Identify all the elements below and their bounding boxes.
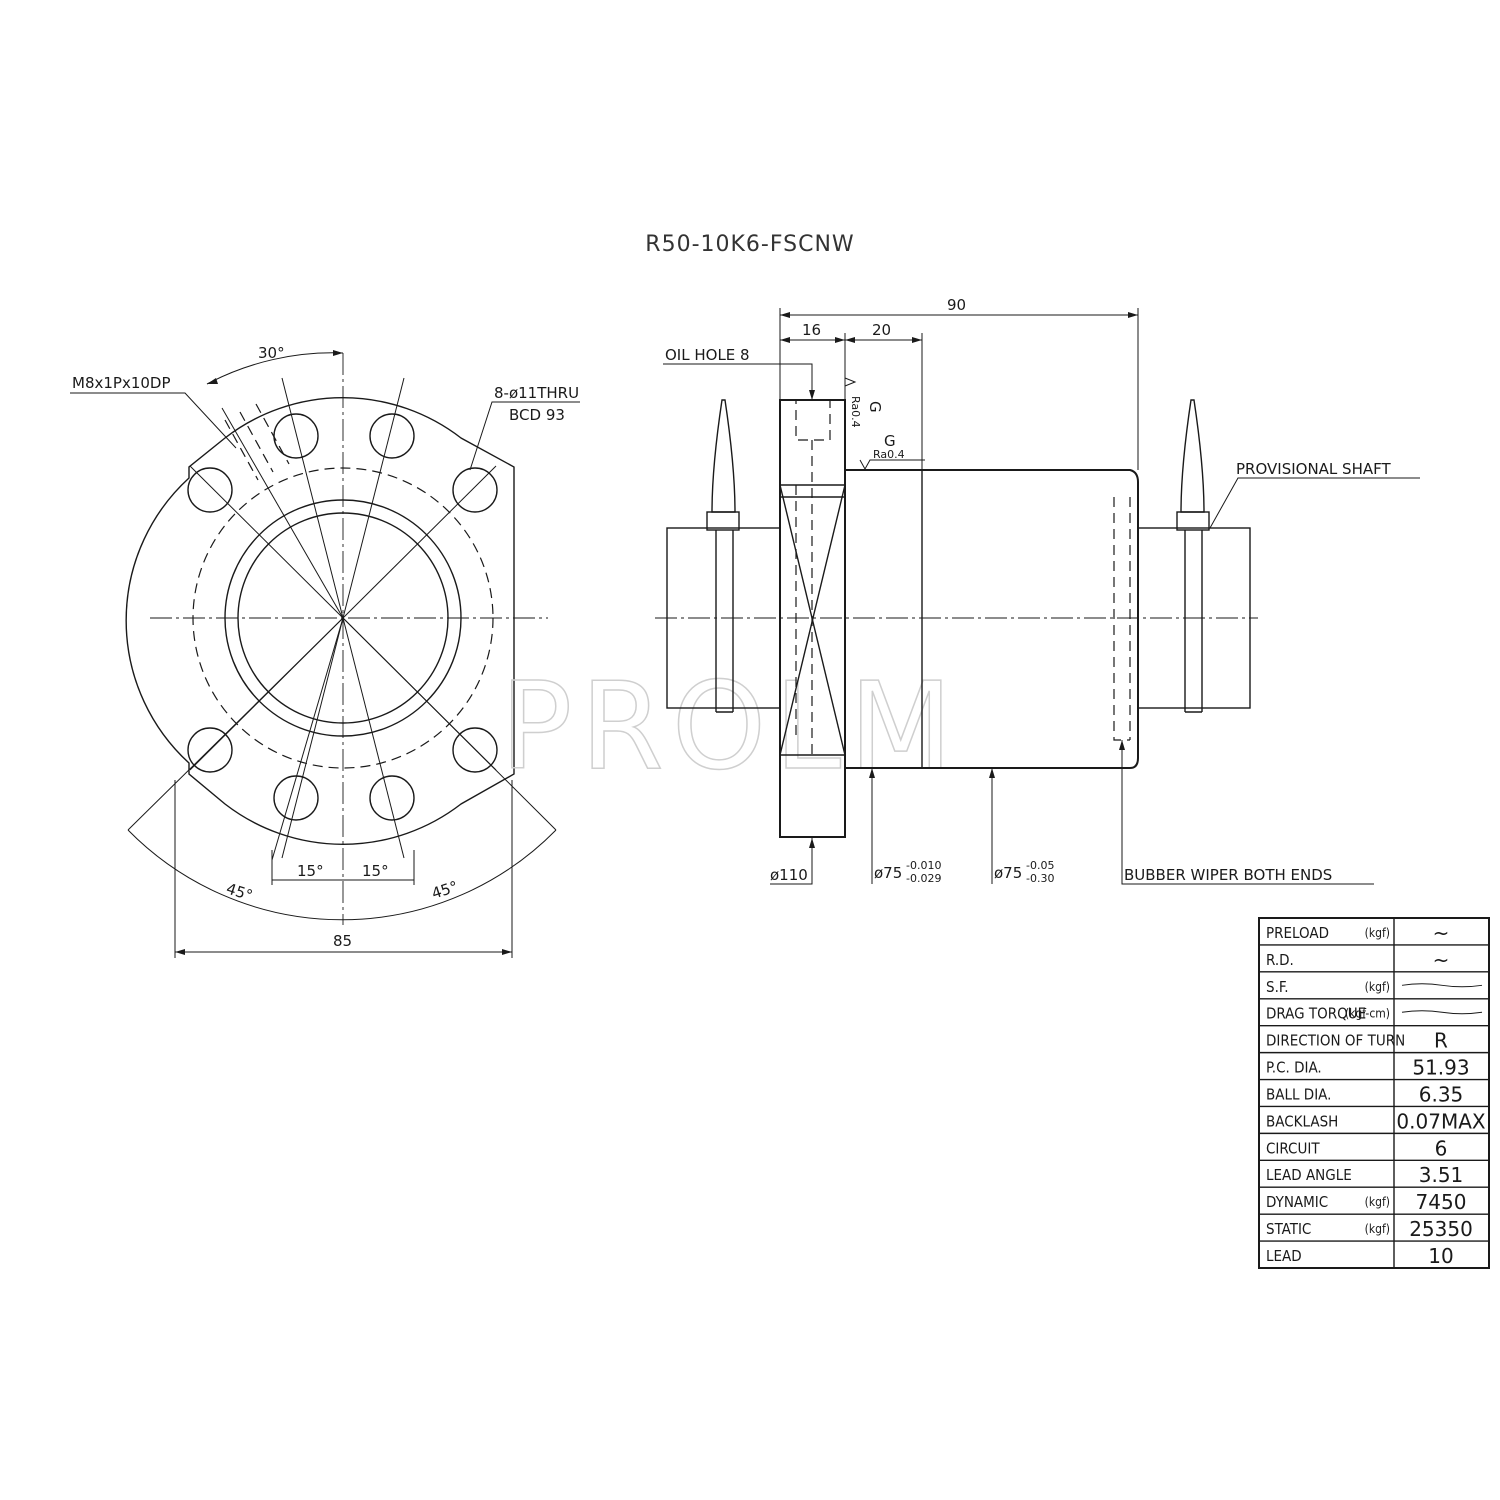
oil-hole-leader [663,363,813,400]
angle-15-left-label: 15° [297,862,324,880]
spec-label-12: LEAD [1266,1247,1302,1265]
spec-label-2: S.F. [1266,978,1289,996]
spec-value-11: 25350 [1409,1217,1473,1241]
spec-label-5: P.C. DIA. [1266,1059,1322,1077]
bolt-hole-7 [273,775,319,821]
ra-1-label: Ra0.4 [849,396,862,428]
dia-75a-tol-top: -0.010 [906,859,941,872]
spec-value-7: 0.07MAX [1396,1109,1485,1133]
surface-finish-1 [844,377,857,387]
spec-unit-3: (kgf-cm) [1345,1007,1390,1021]
angle-15-right-label: 15° [362,862,389,880]
flange-outline [125,397,515,845]
spec-label-10: DYNAMIC [1266,1193,1328,1211]
spec-label-8: CIRCUIT [1266,1139,1320,1157]
bcd-label: BCD 93 [509,406,565,424]
dia-110-label: ø110 [770,866,808,884]
tap-leader [70,392,237,449]
dim-85-label: 85 [333,932,352,950]
dim-20-label: 20 [872,321,891,339]
spec-value-0: ~ [1433,921,1450,945]
bolt-hole-1 [273,413,319,459]
g-1-label: G [866,401,884,413]
spec-label-1: R.D. [1266,951,1294,969]
dia-75b-tol-top: -0.05 [1026,859,1054,872]
spec-value-5: 51.93 [1412,1056,1469,1080]
spec-label-9: LEAD ANGLE [1266,1166,1352,1184]
spec-table-frame [1258,917,1490,1269]
angle-45-left-label: 45° [224,879,255,904]
wiper-leader [1121,740,1374,885]
spec-value-9: 3.51 [1419,1163,1464,1187]
dim-16-label: 16 [802,321,821,339]
angle-45-right-label: 45° [429,877,460,902]
provisional-shaft-leader [1209,477,1420,529]
spec-unit-11: (kgf) [1365,1222,1390,1236]
spec-value-10: 7450 [1416,1190,1467,1214]
angle-30-label: 30° [258,344,285,362]
tapped-hole [224,403,290,481]
front-view: M8x1Px10DP 8-ø11THRU BCD 93 30° 45° 45° … [70,344,580,958]
nut-body [844,469,1139,769]
dim-90-label: 90 [947,296,966,314]
right-pin-tip [1180,399,1205,513]
spec-blank-3 [1401,1010,1483,1015]
left-pin-collar [706,511,740,531]
spec-label-11: STATIC [1266,1220,1311,1238]
spec-table: PRELOAD(kgf)~R.D.~S.F.(kgf)DRAG TORQUE(k… [1258,917,1490,1269]
angle-30-arc [206,352,344,385]
spec-label-4: DIRECTION OF TURN [1266,1032,1405,1050]
bolt-hole-4 [452,467,498,513]
spec-value-1: ~ [1433,948,1450,972]
bolt-hole-6 [452,727,498,773]
spec-value-8: 6 [1435,1136,1448,1160]
bolt-hole-2 [369,413,415,459]
bolt-hole-5 [187,727,233,773]
drawing-title: R50-10K6-FSCNW [645,232,854,257]
dia-110-leader [770,838,813,885]
right-pin-collar [1176,511,1210,531]
spec-value-6: 6.35 [1419,1082,1464,1106]
oil-hole [795,399,831,441]
wiper-label: BUBBER WIPER BOTH ENDS [1124,866,1332,884]
spec-unit-10: (kgf) [1365,1195,1390,1209]
left-pin-tip [711,399,736,513]
surface-finish-2 [859,459,925,471]
g-2-label: G [884,432,896,450]
bolt-hole-8 [369,775,415,821]
holes-leader [469,401,580,471]
tap-label: M8x1Px10DP [72,374,171,392]
bolt-hole-3 [187,467,233,513]
spec-label-6: BALL DIA. [1266,1085,1331,1103]
radial-lines [189,377,497,861]
spec-unit-2: (kgf) [1365,980,1390,994]
spec-label-7: BACKLASH [1266,1112,1338,1130]
dia-75a-label: ø75 [874,864,902,882]
ra-2-label: Ra0.4 [873,448,905,461]
spec-label-3: DRAG TORQUE [1266,1005,1366,1023]
holes-label: 8-ø11THRU [494,384,579,402]
spec-label-0: PRELOAD [1266,924,1329,942]
provisional-shaft-label: PROVISIONAL SHAFT [1236,460,1391,478]
oil-hole-label: OIL HOLE 8 [665,346,750,364]
angle-45-arc [127,829,557,921]
spec-value-12: 10 [1428,1244,1453,1268]
dia-75b-tol-bot: -0.30 [1026,872,1054,885]
wiper-hidden [1113,497,1130,741]
side-view: 90 16 20 OIL HOLE 8 Ra0.4 G Ra0.4 G PROV… [655,296,1420,885]
spec-value-4: R [1434,1029,1448,1053]
spec-unit-0: (kgf) [1365,926,1390,940]
spec-blank-2 [1401,983,1483,988]
watermark: PROLM [500,658,961,797]
dia-75a-tol-bot: -0.029 [906,872,941,885]
dia-75b-label: ø75 [994,864,1022,882]
